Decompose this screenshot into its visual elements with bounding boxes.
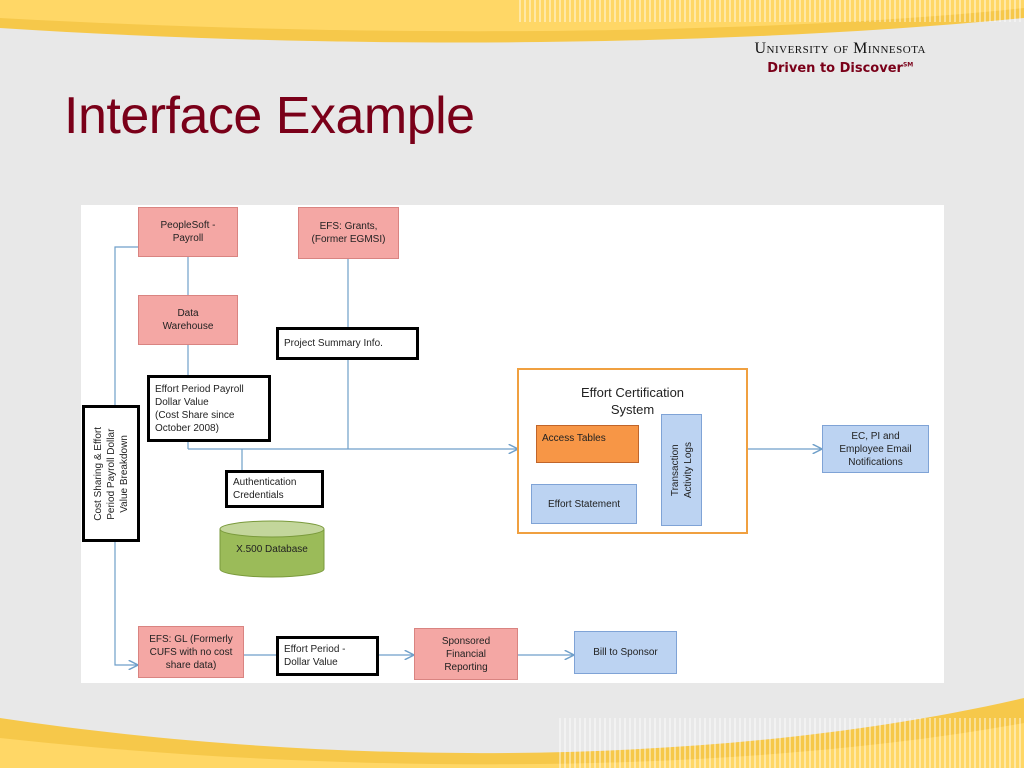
authentication-credentials-node: Authentication Credentials bbox=[225, 470, 324, 508]
university-name: University of Minnesota bbox=[754, 40, 926, 57]
database-cylinder-icon bbox=[219, 520, 325, 578]
effort-certification-system: Effort Certification System Access Table… bbox=[517, 368, 748, 534]
connector-lines bbox=[114, 246, 944, 683]
peoplesoft-payroll-node: PeopleSoft - Payroll bbox=[138, 207, 238, 257]
data-warehouse-node: Data Warehouse bbox=[138, 295, 238, 345]
university-tagline: Driven to DiscoverSM bbox=[767, 61, 914, 76]
effort-period-dollar-node: Effort Period - Dollar Value bbox=[276, 636, 379, 676]
interface-diagram: PeopleSoft - Payroll EFS: Grants, (Forme… bbox=[81, 205, 944, 683]
sponsored-financial-reporting-node: Sponsored Financial Reporting bbox=[414, 628, 518, 680]
university-branding: University of Minnesota Driven to Discov… bbox=[754, 40, 926, 76]
project-summary-node: Project Summary Info. bbox=[276, 327, 419, 360]
transaction-activity-logs-node: Transaction Activity Logs bbox=[661, 414, 702, 526]
cost-sharing-breakdown-node: Cost Sharing & Effort Period Payroll Dol… bbox=[82, 405, 140, 542]
top-stripe-band bbox=[0, 0, 1024, 43]
bottom-stripe-band bbox=[0, 698, 1024, 768]
cost-sharing-breakdown-label: Cost Sharing & Effort Period Payroll Dol… bbox=[92, 426, 130, 521]
bill-to-sponsor-node: Bill to Sponsor bbox=[574, 631, 677, 674]
effort-certification-system-title: Effort Certification System bbox=[580, 385, 685, 417]
service-mark: SM bbox=[902, 61, 914, 69]
slide-title: Interface Example bbox=[64, 87, 475, 145]
efs-grants-node: EFS: Grants, (Former EGMSI) bbox=[298, 207, 399, 259]
effort-period-payroll-node: Effort Period Payroll Dollar Value (Cost… bbox=[147, 375, 271, 442]
x500-database-label: X.500 Database bbox=[236, 544, 308, 555]
email-notifications-node: EC, PI and Employee Email Notifications bbox=[822, 425, 929, 473]
effort-statement-node: Effort Statement bbox=[531, 484, 637, 524]
transaction-activity-logs-label: Transaction Activity Logs bbox=[669, 441, 694, 499]
x500-database-node: X.500 Database bbox=[219, 520, 325, 578]
efs-gl-node: EFS: GL (Formerly CUFS with no cost shar… bbox=[138, 626, 244, 678]
access-tables-node: Access Tables bbox=[536, 425, 639, 463]
